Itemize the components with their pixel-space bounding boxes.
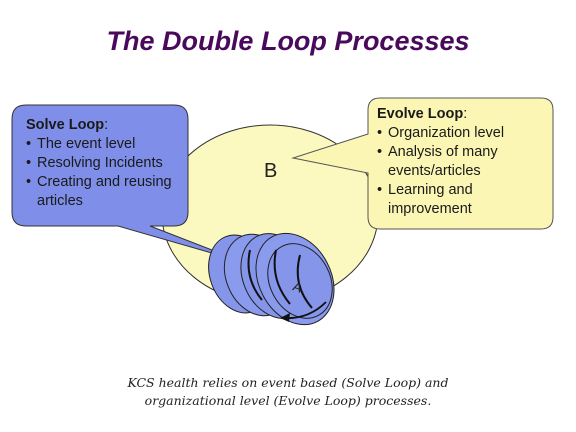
evolve-item-organization-level: Organization level xyxy=(377,124,552,143)
evolve-item-learning: Learning and improvement xyxy=(377,181,552,219)
caption: KCS health relies on event based (Solve … xyxy=(0,374,576,410)
evolve-loop-heading: Evolve Loop xyxy=(377,106,464,122)
solve-item-event-level: The event level xyxy=(26,135,201,154)
evolve-loop-list: Organization level Analysis of many even… xyxy=(377,124,552,219)
evolve-loop-label: B xyxy=(264,160,278,182)
solve-item-creating-articles: Creating and reusing articles xyxy=(26,173,201,211)
evolve-item-analysis: Analysis of many events/articles xyxy=(377,143,552,181)
solve-loop-heading: Solve Loop xyxy=(26,117,105,133)
solve-item-resolving-incidents: Resolving Incidents xyxy=(26,154,201,173)
solve-loop-list: The event level Resolving Incidents Crea… xyxy=(26,135,201,211)
evolve-loop-callout: Evolve Loop: Organization level Analysis… xyxy=(377,105,552,219)
caption-line-1: KCS health relies on event based (Solve … xyxy=(127,375,449,390)
solve-loop-swirl xyxy=(208,232,335,326)
solve-loop-callout: Solve Loop: The event level Resolving In… xyxy=(26,116,201,211)
page-title: The Double Loop Processes xyxy=(106,26,470,56)
caption-line-2: organizational level (Evolve Loop) proce… xyxy=(144,393,432,408)
